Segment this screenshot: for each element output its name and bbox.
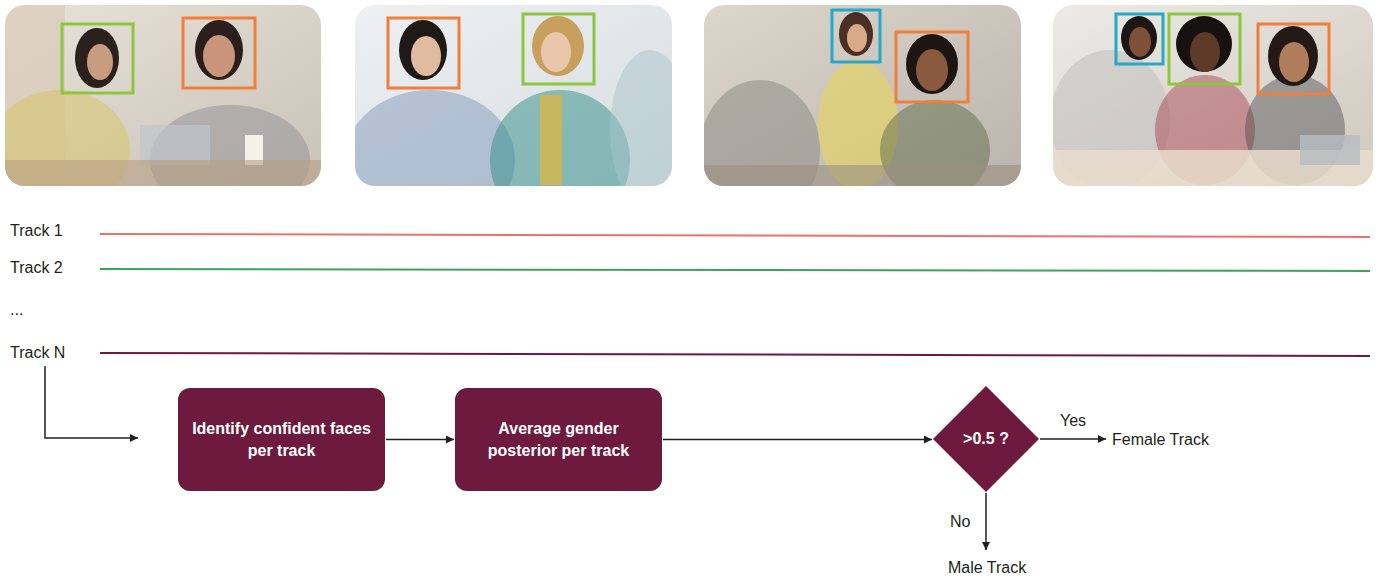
node-text: >0.5 ? [963,428,1009,450]
photo [704,5,1021,186]
faces [75,12,1318,94]
outcome-label: Male Track [948,556,1026,580]
edge-label: Yes [1058,411,1088,431]
elbow-arrow [45,366,138,438]
process-box: Identify confident faces per track [178,388,385,491]
node-text: Average gender posterior per track [469,418,648,462]
photo [1053,5,1373,186]
flow-arrow [985,493,987,550]
track-line [100,234,1370,237]
process-box: Average gender posterior per track [455,388,662,491]
face-boxes [62,10,1329,102]
outcome-label: Female Track [1112,428,1209,452]
track-label: ... [10,300,23,320]
track-line [100,269,1370,271]
photo [5,5,321,186]
node-text: Female Track [1112,430,1209,450]
track-label: Track 1 [10,221,63,241]
decision-diamond: >0.5 ? [933,386,1039,492]
photo [355,5,672,186]
track-label: Track 2 [10,258,63,278]
track-label: Track N [10,343,65,363]
node-text: Identify confident faces per track [192,418,371,462]
track-line [100,353,1370,356]
edge-label: No [948,512,972,532]
flow-arrow [386,439,454,441]
flow-arrow [1040,438,1106,440]
flow-arrow [663,439,932,441]
node-text: Male Track [948,558,1026,578]
